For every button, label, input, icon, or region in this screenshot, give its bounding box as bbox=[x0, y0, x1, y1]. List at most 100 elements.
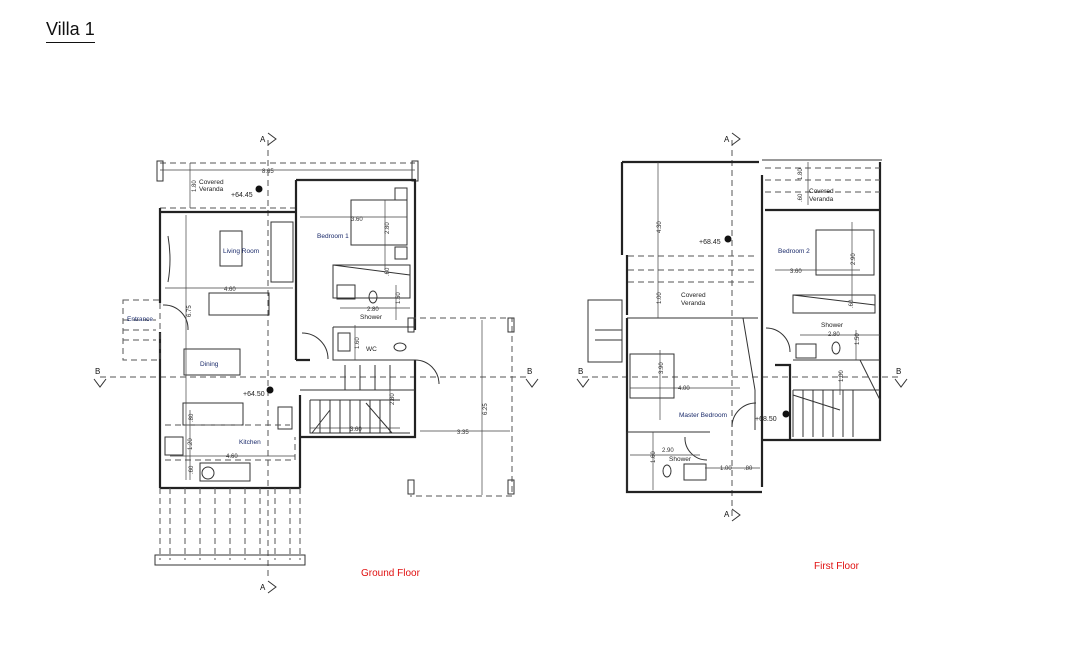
dimension-label: 3.60 bbox=[351, 217, 363, 223]
dimension-label: 6.25 bbox=[483, 403, 489, 415]
section-marker-a-bottom: A bbox=[260, 583, 266, 592]
room-label-master-bedroom: Master Bedroom bbox=[679, 412, 727, 419]
dimension-label: 4.30 bbox=[657, 221, 663, 233]
dimension-label: .60 bbox=[189, 465, 195, 474]
dimension-label: 8.65 bbox=[262, 169, 274, 175]
floor-title-first: First Floor bbox=[814, 561, 860, 572]
dimension-label: 2.80 bbox=[367, 307, 379, 313]
drawing-title: Villa 1 bbox=[46, 19, 95, 43]
dimension-label: 6.75 bbox=[187, 305, 193, 317]
room-label-entrance: Entrance bbox=[127, 316, 153, 323]
bed bbox=[350, 199, 408, 246]
dimension-label: .80 bbox=[744, 466, 753, 472]
room-label-living-room: Living Room bbox=[223, 248, 259, 255]
level-marker-veranda: +68.45 bbox=[699, 239, 721, 246]
entrance-steps bbox=[122, 299, 161, 361]
section-marker-b-right: B bbox=[527, 367, 532, 376]
section-marker-b-left: B bbox=[578, 367, 583, 376]
bed bbox=[815, 229, 875, 276]
coffee-table bbox=[219, 230, 243, 267]
floor-title-ground: Ground Floor bbox=[361, 568, 421, 579]
dimension-label: 3.35 bbox=[457, 430, 469, 436]
room-label-bedroom-2: Bedroom 2 bbox=[778, 248, 810, 255]
fridge bbox=[277, 406, 293, 430]
room-label-covered-veranda: Veranda bbox=[199, 186, 224, 193]
cooktop bbox=[164, 436, 184, 456]
dimension-label: 1.60 bbox=[355, 337, 361, 349]
dimension-label: .60 bbox=[798, 193, 804, 202]
dining-table bbox=[183, 348, 241, 376]
section-arrow-icon bbox=[93, 378, 107, 388]
dimension-label: 4.60 bbox=[224, 287, 236, 293]
dimension-label: 2.90 bbox=[851, 253, 857, 265]
room-label-covered-veranda: Veranda bbox=[681, 300, 706, 307]
level-marker-icon bbox=[255, 185, 263, 193]
section-marker-a-bottom: A bbox=[724, 510, 730, 519]
section-arrow-icon bbox=[525, 378, 539, 388]
dimension-label: 1.80 bbox=[798, 168, 804, 180]
dimension-label: .60 bbox=[849, 299, 855, 308]
room-label-shower: Shower bbox=[821, 322, 844, 329]
dimension-label: 2.80 bbox=[385, 222, 391, 234]
dimension-label: .80 bbox=[189, 413, 195, 422]
dimension-label: 3.60 bbox=[350, 427, 362, 433]
level-marker-main: +64.50 bbox=[243, 391, 265, 398]
wardrobe bbox=[332, 264, 411, 299]
sofa bbox=[208, 292, 270, 316]
toilet bbox=[368, 290, 378, 304]
staircase bbox=[792, 359, 881, 437]
dimension-label: 3.90 bbox=[659, 362, 665, 374]
sofa bbox=[270, 221, 294, 283]
veranda-outline bbox=[160, 162, 415, 209]
dimension-label: 2.90 bbox=[662, 448, 674, 454]
entrance-door bbox=[162, 304, 189, 331]
terrace-outline bbox=[410, 317, 513, 497]
section-marker-b-left: B bbox=[95, 367, 100, 376]
level-marker-icon bbox=[724, 235, 732, 243]
dimension-label: 1.00 bbox=[839, 370, 845, 382]
dimension-label: 1.50 bbox=[396, 292, 402, 304]
room-label-covered-veranda: Covered bbox=[809, 188, 834, 195]
section-marker-a-top: A bbox=[724, 135, 730, 144]
room-label-covered-veranda: Veranda bbox=[809, 196, 834, 203]
staircase bbox=[300, 365, 415, 434]
room-label-shower: Shower bbox=[669, 456, 692, 463]
sink bbox=[336, 284, 356, 300]
kitchen-island bbox=[182, 402, 244, 426]
first-floor-plan: A A B B 4.30 1 bbox=[576, 132, 908, 572]
pergola bbox=[154, 488, 306, 566]
level-marker-landing: +68.50 bbox=[755, 416, 777, 423]
level-marker-icon bbox=[266, 386, 274, 394]
room-label-bedroom-1: Bedroom 1 bbox=[317, 233, 349, 240]
level-marker-icon bbox=[782, 410, 790, 418]
dimension-label: 1.80 bbox=[192, 180, 198, 192]
dimension-label: 1.00 bbox=[720, 466, 732, 472]
section-marker-b-right: B bbox=[896, 367, 901, 376]
dimension-label: 1.20 bbox=[188, 438, 194, 450]
dimension-label: 3.60 bbox=[790, 269, 802, 275]
section-arrow-icon bbox=[267, 132, 277, 146]
walls bbox=[294, 178, 417, 488]
dimension-label: 4.60 bbox=[226, 454, 238, 460]
room-label-covered-veranda: Covered bbox=[199, 179, 224, 186]
section-marker-a-top: A bbox=[260, 135, 266, 144]
walls bbox=[158, 208, 300, 490]
bed bbox=[629, 353, 675, 399]
room-label-dining: Dining bbox=[200, 361, 219, 368]
section-arrow-icon bbox=[731, 132, 741, 146]
dimension-label: 1.00 bbox=[657, 292, 663, 304]
dimension-label: 1.50 bbox=[855, 333, 861, 345]
dimension-label: 1.60 bbox=[651, 451, 657, 463]
section-arrow-icon bbox=[894, 378, 908, 388]
section-arrow-icon bbox=[267, 580, 277, 594]
level-marker-veranda: +64.45 bbox=[231, 192, 253, 199]
dimension-label: .60 bbox=[385, 267, 391, 276]
sink-counter bbox=[199, 462, 251, 482]
room-label-kitchen: Kitchen bbox=[239, 439, 261, 446]
dimension-label: 2.80 bbox=[390, 393, 396, 405]
side-door bbox=[414, 359, 440, 385]
room-label-shower: Shower bbox=[360, 314, 383, 321]
dimension-label: 2.80 bbox=[828, 332, 840, 338]
section-arrow-icon bbox=[731, 508, 741, 522]
